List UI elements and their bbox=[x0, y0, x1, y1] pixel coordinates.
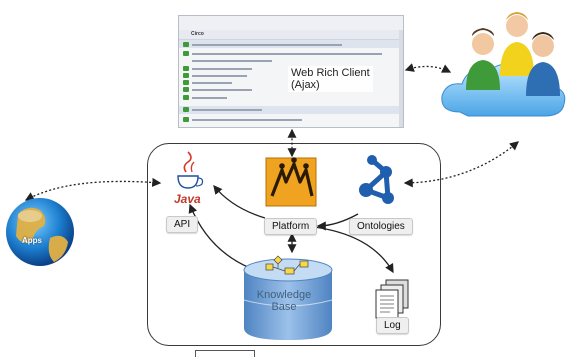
knowledge-base-icon bbox=[243, 255, 333, 340]
client-top-bar bbox=[179, 16, 403, 31]
java-logo-text: Java bbox=[174, 192, 201, 206]
ontologies-network-icon bbox=[359, 155, 394, 204]
client-row bbox=[183, 117, 397, 123]
ontologies-to-platform-arrow bbox=[316, 213, 359, 231]
client-nav-bar bbox=[179, 30, 403, 40]
apps-api-link bbox=[24, 177, 162, 201]
client-row bbox=[183, 51, 397, 57]
log-documents-icon bbox=[375, 279, 409, 319]
client-users-link bbox=[404, 63, 452, 73]
client-row bbox=[183, 107, 397, 113]
platform-label: Platform bbox=[264, 218, 318, 235]
client-row bbox=[183, 58, 397, 64]
users-ontologies-link bbox=[403, 141, 519, 188]
client-row bbox=[183, 73, 397, 79]
platform-icon bbox=[265, 157, 317, 207]
client-row bbox=[183, 66, 397, 72]
client-row bbox=[183, 80, 397, 86]
users-cloud-icon bbox=[441, 12, 566, 117]
kb-to-api-arrow bbox=[188, 203, 251, 269]
ontologies-label: Ontologies bbox=[349, 218, 413, 235]
client-nav-title: Circo bbox=[191, 31, 204, 37]
client-row bbox=[183, 95, 397, 101]
api-label: API bbox=[166, 216, 199, 233]
platform-to-java-arrow bbox=[213, 184, 266, 219]
knowledge-base-label: Knowledge Base bbox=[256, 289, 312, 313]
apps-label: Apps bbox=[22, 236, 42, 245]
client-row bbox=[183, 42, 397, 48]
java-cup-icon bbox=[177, 151, 204, 189]
apps-globe-icon bbox=[6, 198, 74, 266]
client-scrollbar bbox=[399, 30, 403, 127]
log-label: Log bbox=[376, 317, 409, 334]
caption-fragment bbox=[195, 350, 255, 357]
client-row bbox=[183, 87, 397, 93]
web-client-label: Web Rich Client (Ajax) bbox=[288, 66, 373, 92]
client-row-band bbox=[179, 106, 403, 114]
